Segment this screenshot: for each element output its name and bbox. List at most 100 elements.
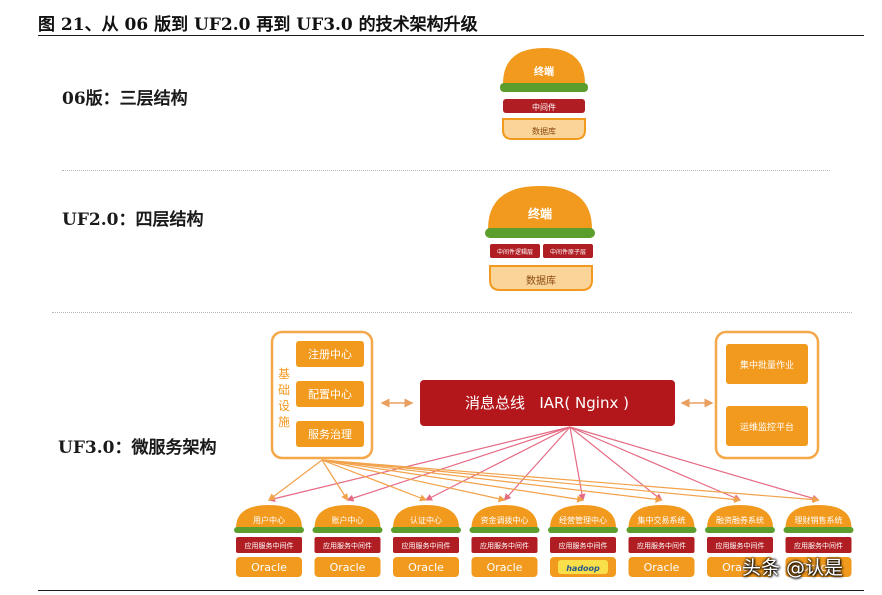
batch-job-label: 集中批量作业 (740, 359, 794, 371)
infra-item-registry (296, 341, 364, 367)
service-connectors (267, 426, 820, 504)
figure-title-bar: 图 21、从 06 版到 UF2.0 再到 UF3.0 的技术架构升级 (38, 8, 864, 36)
service-bun-top (707, 505, 773, 528)
service-name: 理财销售系统 (795, 515, 843, 525)
infra-connector-8 (321, 459, 820, 504)
section-divider-2 (52, 312, 852, 313)
infra-item-config-label: 配置中心 (308, 388, 352, 401)
service-bun-top (471, 505, 538, 528)
burger-uf2-bottom-label: 数据库 (526, 274, 556, 287)
service-lettuce (626, 527, 697, 533)
burger-06-middle-label: 中间件 (532, 102, 556, 112)
service-lettuce (391, 527, 461, 533)
infra-item-registry-label: 注册中心 (308, 347, 352, 361)
hadoop-logo-plate (558, 560, 608, 574)
service-db-bun (785, 557, 852, 577)
monitoring-label: 运维监控平台 (740, 421, 794, 433)
service-lettuce (783, 527, 854, 533)
burger-uf2-top-label: 终端 (528, 206, 552, 221)
infra-char-4: 施 (278, 415, 290, 429)
service-middleware-label: 应用服务中间件 (794, 541, 843, 550)
service-db-label: Oracle (722, 561, 758, 574)
message-bus: 消息总线 IAR( Nginx ) (420, 380, 675, 426)
service-db-label: hadoop (566, 564, 600, 573)
burger-06: 终端 中间件 数据库 (500, 48, 588, 140)
bun-top-06 (503, 48, 585, 84)
bus-connector-4 (503, 426, 571, 501)
operations-panel: 集中批量作业 运维监控平台 (714, 330, 820, 460)
service-bun-top (236, 505, 302, 528)
watermark: 头条 @认是 (742, 557, 844, 579)
service-db-bun (393, 557, 459, 577)
service-name: 集中交易系统 (638, 515, 686, 525)
infra-char-1: 基 (278, 367, 290, 381)
middleware-atomic-layer (543, 244, 593, 258)
bus-connector-2 (346, 426, 571, 502)
service-lettuce (469, 527, 540, 533)
infrastructure-panel: 基 础 设 施 注册中心 配置中心 服务治理 (270, 330, 374, 460)
service-middleware-layer (471, 537, 538, 553)
section-divider-1 (62, 170, 830, 171)
bus-connector-1 (267, 426, 571, 503)
service-bun-top (550, 505, 616, 528)
lettuce-uf2 (485, 228, 595, 238)
service-db-bun (236, 557, 302, 577)
service-middleware-layer (785, 537, 852, 553)
infra-connector-4 (321, 459, 506, 503)
message-bus-bar (420, 380, 675, 426)
service-name: 融资融券系统 (716, 515, 764, 525)
burger-06-top-label: 终端 (534, 65, 554, 78)
burger-06-bottom-label: 数据库 (532, 126, 556, 136)
service-middleware-label: 应用服务中间件 (480, 541, 529, 550)
middleware-logic-layer (490, 244, 540, 258)
service-middleware-layer (550, 537, 616, 553)
service-db-bun (707, 557, 773, 577)
service-middleware-layer (628, 537, 695, 553)
bottom-rule (38, 590, 864, 591)
infra-connector-3 (321, 459, 428, 502)
bus-connector-5 (569, 426, 586, 502)
infra-item-governance (296, 421, 364, 447)
infra-char-3: 设 (278, 399, 290, 413)
service-middleware-label: 应用服务中间件 (323, 541, 372, 550)
service-middleware-label: 应用服务中间件 (637, 541, 686, 550)
middleware-layer-06 (503, 99, 585, 113)
section-label-uf2: UF2.0：四层结构 (62, 210, 204, 230)
section-label-uf3: UF3.0：微服务架构 (58, 438, 217, 458)
message-bus-label: 消息总线 IAR( Nginx ) (465, 394, 629, 412)
service-lettuce (312, 527, 383, 533)
infra-connector-6 (321, 459, 663, 503)
service-name: 账户中心 (332, 515, 364, 525)
service-db-label: Oracle (801, 561, 837, 574)
service-name: 经营管理中心 (559, 515, 607, 525)
service-bun-top (314, 505, 381, 528)
burger-uf2-middle-right-label: 中间件原子层 (550, 248, 586, 256)
service-db-bun (471, 557, 538, 577)
infra-item-config (296, 381, 364, 407)
service-middleware-label: 应用服务中间件 (402, 541, 451, 550)
infra-connector-2 (321, 459, 349, 502)
service-middleware-label: 应用服务中间件 (559, 541, 608, 550)
bus-connector-6 (569, 426, 663, 501)
bus-connector-7 (569, 426, 742, 501)
batch-job-item (726, 344, 808, 384)
service-db-label: Oracle (408, 561, 444, 574)
service-burgers: 用户中心应用服务中间件Oracle账户中心应用服务中间件Oracle认证中心应用… (234, 505, 854, 577)
monitoring-item (726, 406, 808, 446)
service-middleware-layer (707, 537, 773, 553)
infra-item-governance-label: 服务治理 (308, 427, 352, 441)
service-middleware-label: 应用服务中间件 (716, 541, 765, 550)
burger-uf2-middle-left-label: 中间件逻辑层 (497, 248, 533, 256)
service-db-label: Oracle (644, 561, 680, 574)
service-db-label: Oracle (330, 561, 366, 574)
figure-title: 图 21、从 06 版到 UF2.0 再到 UF3.0 的技术架构升级 (38, 15, 478, 35)
service-lettuce (548, 527, 618, 533)
burger-uf2: 终端 中间件逻辑层 中间件原子层 数据库 (485, 186, 595, 291)
service-lettuce (234, 527, 304, 533)
